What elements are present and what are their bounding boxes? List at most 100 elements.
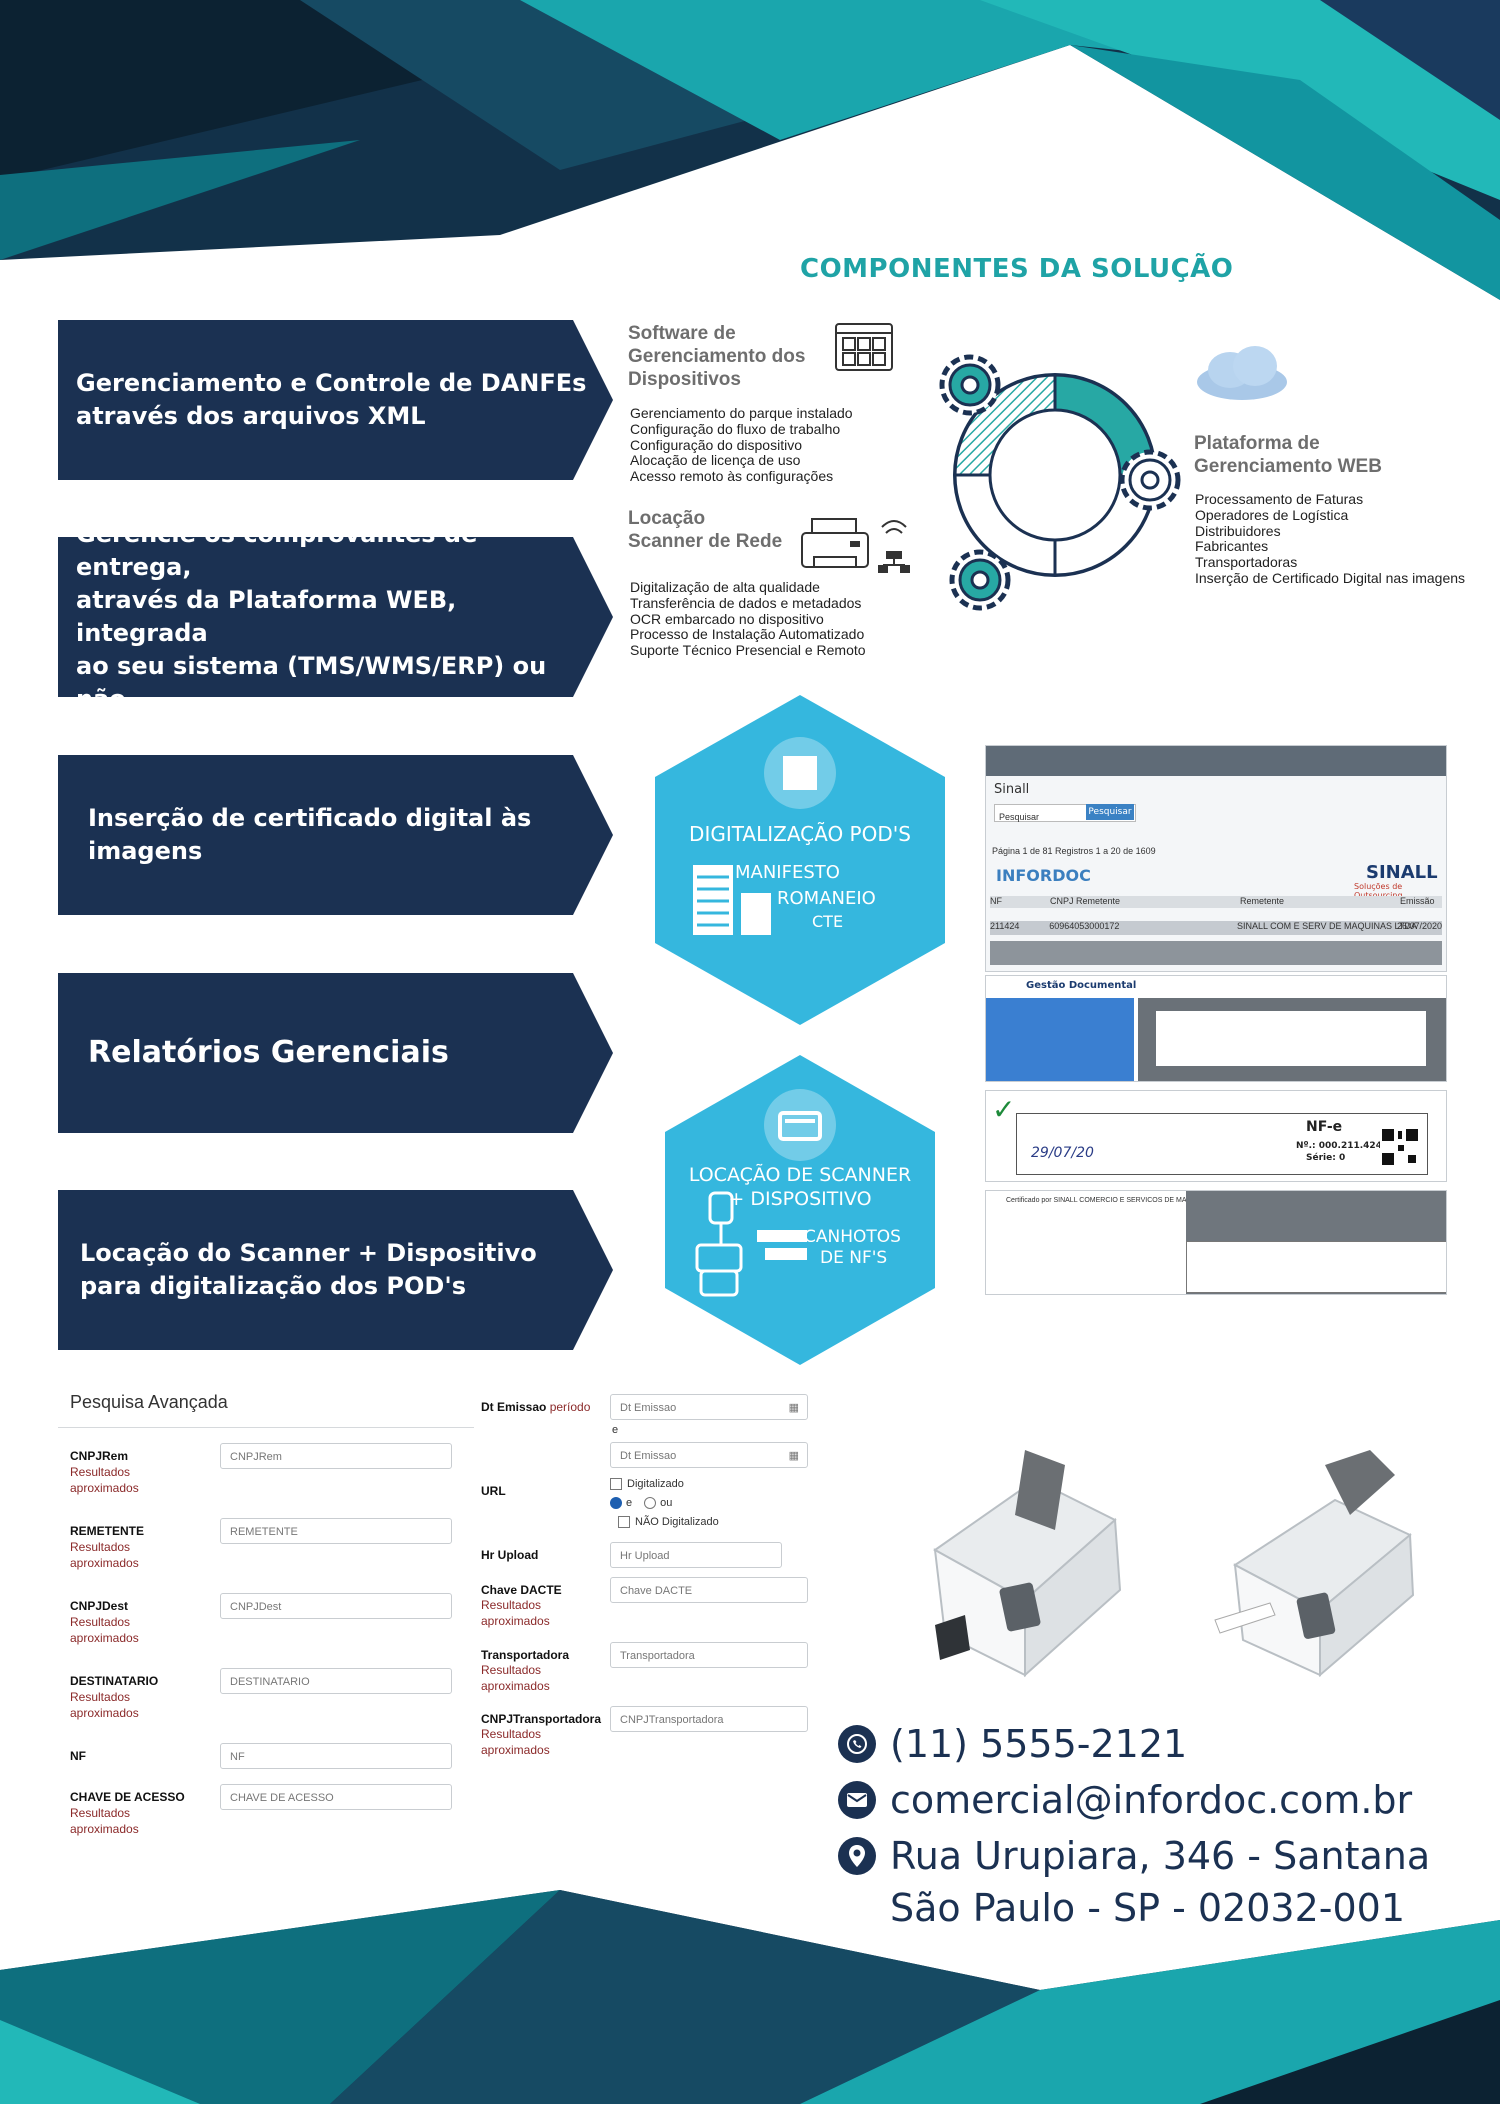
hex1-line: MANIFESTO <box>735 862 840 883</box>
list-item: Configuração do dispositivo <box>630 436 802 453</box>
radio-e[interactable] <box>610 1497 622 1509</box>
scanner-device-image <box>1214 1450 1415 1678</box>
receipt-date: 29/07/20 <box>1031 1145 1094 1161</box>
list-item: Suporte Técnico Presencial e Remoto <box>630 642 866 659</box>
placeholder: Dt Emissao <box>620 1402 677 1414</box>
approx-note: Resultados aproximados <box>481 1726 551 1758</box>
radio-label: e <box>626 1497 633 1509</box>
address-line-1: Rua Urupiara, 346 - Santana <box>890 1834 1431 1878</box>
feature-line: através da Plataforma WEB, integrada <box>76 585 457 647</box>
receipt-box <box>1016 1113 1428 1175</box>
software-heading: Software de Gerenciamento dos Dispositiv… <box>628 323 805 391</box>
contact-phone[interactable]: (11) 5555-2121 <box>838 1722 1187 1766</box>
gear-icon <box>1119 449 1181 511</box>
table-row[interactable]: 211424 60964053000172 SINALL COM E SERV … <box>990 921 1442 935</box>
feature-relatorios: Relatórios Gerenciais <box>58 973 613 1133</box>
feature-comprovantes: Gerencie os comprovantes de entrega,atra… <box>58 520 613 713</box>
plataforma-heading: Plataforma de Gerenciamento WEB <box>1194 433 1382 479</box>
approx-text: Resultados aproximados <box>481 1727 550 1758</box>
approx-text: Resultados aproximados <box>70 1690 139 1721</box>
cell: SINALL COM E SERV DE MAQUINAS LTDA <box>1236 921 1417 931</box>
cnpj-transportadora-label: CNPJTransportadora <box>481 1712 602 1726</box>
hex2-title: + DISPOSITIVO <box>728 1188 872 1210</box>
gear-icon <box>949 549 1011 611</box>
dt-emissao-end-input[interactable]: Dt Emissao ▦ <box>610 1442 808 1468</box>
feature-danfe: Gerenciamento e Controle de DANFEs atravé… <box>58 320 613 480</box>
sinall-logo: SINALL <box>1366 862 1438 883</box>
heading-line: Software de <box>628 323 736 344</box>
field-input[interactable]: CNPJRem <box>220 1443 452 1469</box>
components-title: COMPONENTES DA SOLUÇÃO <box>800 254 1234 284</box>
feature-line: Relatórios Gerenciais <box>88 1035 449 1071</box>
list-item: Processamento de Faturas <box>1195 491 1364 507</box>
approx-note: Resultados aproximados <box>481 1662 551 1694</box>
label-text: Dt Emissao <box>481 1400 547 1414</box>
field-input[interactable]: REMETENTE <box>220 1518 452 1544</box>
dt-emissao-start-input[interactable]: Dt Emissao ▦ <box>610 1394 808 1420</box>
contact-email[interactable]: comercial@infordoc.com.br <box>838 1778 1412 1822</box>
radio-label: ou <box>660 1497 673 1509</box>
list-item: Inserção de Certificado Digital nas imag… <box>1195 570 1466 587</box>
hr-upload-input[interactable]: Hr Upload <box>610 1542 782 1568</box>
hexagon-digitalizacao <box>655 695 945 1025</box>
approx-text: Resultados aproximados <box>70 1806 139 1837</box>
nao-digitalizado-option[interactable]: NÃO Digitalizado <box>618 1516 719 1528</box>
sinall-tagline: Soluções de Outsourcing <box>1354 882 1403 900</box>
feature-line: Locação do Scanner + Dispositivo <box>80 1238 537 1267</box>
gestao-screenshot: Gestão Documental <box>985 975 1447 1082</box>
cell: 211424 <box>990 921 1020 931</box>
col-header: CNPJ Remetente <box>1050 896 1121 906</box>
feature-line: ao seu sistema (TMS/WMS/ERP) ou não <box>76 652 547 714</box>
address-line-2: São Paulo - SP - 02032-001 <box>890 1886 1406 1930</box>
calendar-icon[interactable]: ▦ <box>788 1450 799 1462</box>
heading-line: Plataforma de <box>1194 433 1320 454</box>
app-name: Sinall <box>994 782 1030 797</box>
field-input[interactable]: CHAVE DE ACESSO <box>220 1784 452 1810</box>
feature-line: através dos arquivos XML <box>76 402 426 430</box>
check-icon: ✓ <box>992 1093 1016 1126</box>
chave-dacte-input[interactable]: Chave DACTE <box>610 1577 808 1603</box>
bottom-decoration <box>0 1890 1500 2104</box>
option-text: NÃO Digitalizado <box>635 1516 719 1528</box>
file-list-panel <box>986 998 1134 1081</box>
shot-search-button[interactable]: Pesquisar <box>1086 804 1134 820</box>
email-icon <box>838 1781 876 1819</box>
hex1-line: ROMANEIO <box>777 888 876 909</box>
form-title: Pesquisa Avançada <box>70 1392 228 1412</box>
solution-ring-diagram <box>939 354 1181 611</box>
printer-icon <box>801 518 910 573</box>
placeholder: Dt Emissao <box>620 1450 677 1462</box>
heading-line: Gerenciamento WEB <box>1194 455 1382 477</box>
nfe-label: NF-e <box>1306 1119 1343 1135</box>
table-row[interactable] <box>990 941 1442 965</box>
calendar-icon[interactable]: ▦ <box>788 1402 799 1414</box>
list-item: Gerenciamento do parque instalado <box>630 405 853 421</box>
locacao-list: Digitalização de alta qualidade Transfer… <box>630 579 866 659</box>
feature-line: Gerenciamento e Controle de DANFEs <box>76 368 587 397</box>
locacao-heading: Locação Scanner de Rede <box>628 508 782 554</box>
nf-number: Nº.: 000.211.424 <box>1296 1141 1382 1151</box>
list-item: Fabricantes <box>1195 538 1269 555</box>
radio-ou[interactable] <box>644 1497 657 1509</box>
handheld-scanner-icon <box>695 1191 743 1297</box>
list-item: OCR embarcado no dispositivo <box>630 610 824 627</box>
field-input[interactable]: NF <box>220 1743 452 1769</box>
cnpj-transportadora-input[interactable]: CNPJTransportadora <box>610 1706 808 1732</box>
approx-text: Resultados aproximados <box>70 1615 139 1646</box>
email-address: comercial@infordoc.com.br <box>890 1778 1413 1822</box>
field-label: CHAVE DE ACESSO <box>70 1790 185 1804</box>
field-label: REMETENTE <box>70 1524 145 1538</box>
field-input[interactable]: DESTINATARIO <box>220 1668 452 1694</box>
plataforma-list: Processamento de Faturas Operadores de L… <box>1195 491 1466 587</box>
digitalizado-option[interactable]: Digitalizado <box>610 1478 684 1490</box>
field-label: NF <box>70 1749 86 1763</box>
list-item: Acesso remoto às configurações <box>630 468 834 485</box>
checkbox[interactable] <box>610 1478 622 1490</box>
checkbox[interactable] <box>618 1516 630 1528</box>
arrow-shape <box>58 537 613 697</box>
list-item: Digitalização de alta qualidade <box>630 579 820 595</box>
feature-line: imagens <box>88 837 203 865</box>
field-input[interactable]: CNPJDest <box>220 1593 452 1619</box>
qr-code-icon <box>1380 1127 1420 1167</box>
transportadora-input[interactable]: Transportadora <box>610 1642 808 1668</box>
